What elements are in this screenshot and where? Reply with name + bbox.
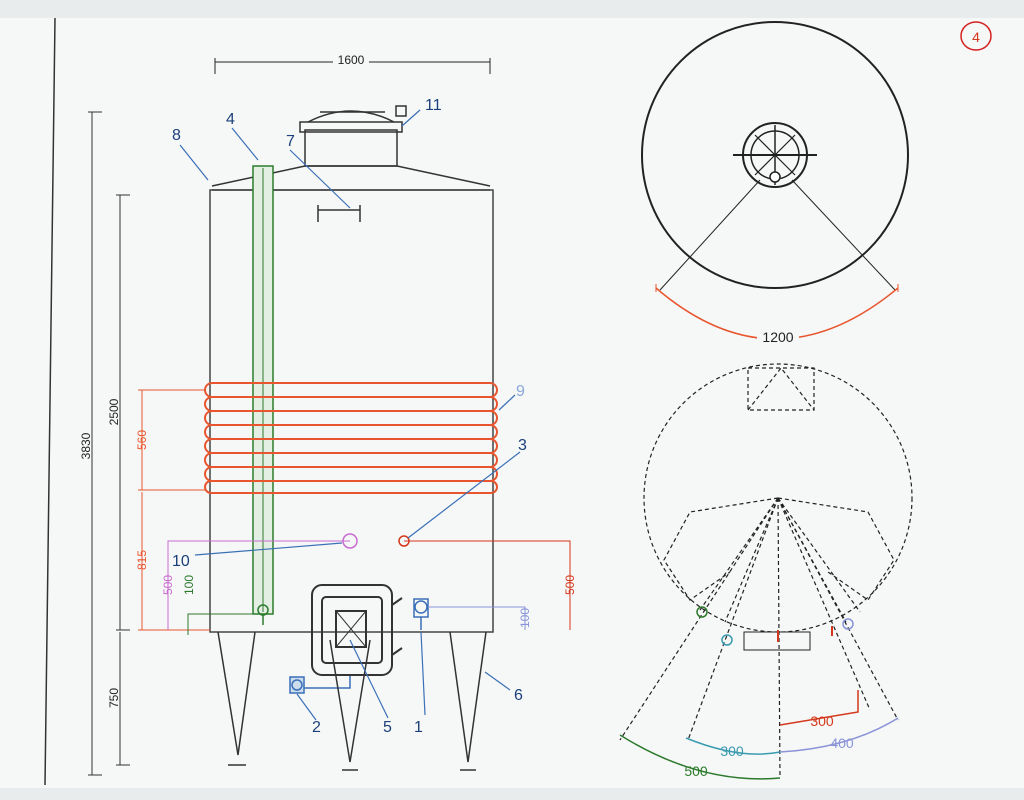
callout-6: 6 [514, 687, 523, 704]
callout-1: 1 [414, 719, 423, 736]
border-line [44, 17, 56, 786]
dim-outlet-height: 100 [518, 608, 532, 628]
dim-sample-height: 100 [182, 575, 196, 595]
height-dimensions [88, 111, 130, 776]
page-number: 4 [972, 29, 980, 45]
callout-leaders [179, 109, 521, 721]
dim-arc-300-teal: 300 [720, 743, 744, 759]
callout-8: 8 [172, 127, 181, 144]
outlet-valve [413, 598, 429, 630]
internal-bar [317, 205, 361, 222]
dim-arc-400: 400 [830, 735, 854, 751]
dim-top-diameter: 1200 [762, 329, 793, 345]
callout-2: 2 [312, 719, 321, 736]
dim-gauge-height: 500 [161, 575, 175, 595]
callout-7: 7 [286, 133, 295, 150]
dim-arc-500: 500 [684, 763, 708, 779]
bottom-door [311, 584, 403, 676]
callout-5: 5 [383, 719, 392, 736]
dim-lower-height: 815 [135, 550, 149, 570]
valve-dimensions [167, 540, 571, 635]
dim-body-height: 2500 [107, 398, 121, 425]
coil-dimensions [138, 389, 210, 631]
dim-valve-height: 500 [563, 575, 577, 595]
dim-coil-height: 560 [135, 430, 149, 450]
level-gauge [252, 165, 274, 625]
top-view [641, 21, 909, 340]
width-label: 1600 [338, 53, 365, 67]
drain-valve [289, 676, 351, 694]
page-number-mark: 4 [960, 21, 992, 51]
dim-total-height: 3830 [79, 432, 93, 459]
callout-11: 11 [425, 97, 442, 114]
callout-9: 9 [516, 383, 525, 400]
callout-4: 4 [226, 111, 235, 128]
dim-legs-height: 750 [107, 688, 121, 708]
tank-legs [217, 631, 487, 771]
bottom-view [619, 363, 913, 780]
callout-3: 3 [518, 437, 527, 454]
dim-arc-300-red: 300 [810, 713, 834, 729]
paper [0, 18, 1024, 788]
callout-10: 10 [172, 553, 190, 570]
